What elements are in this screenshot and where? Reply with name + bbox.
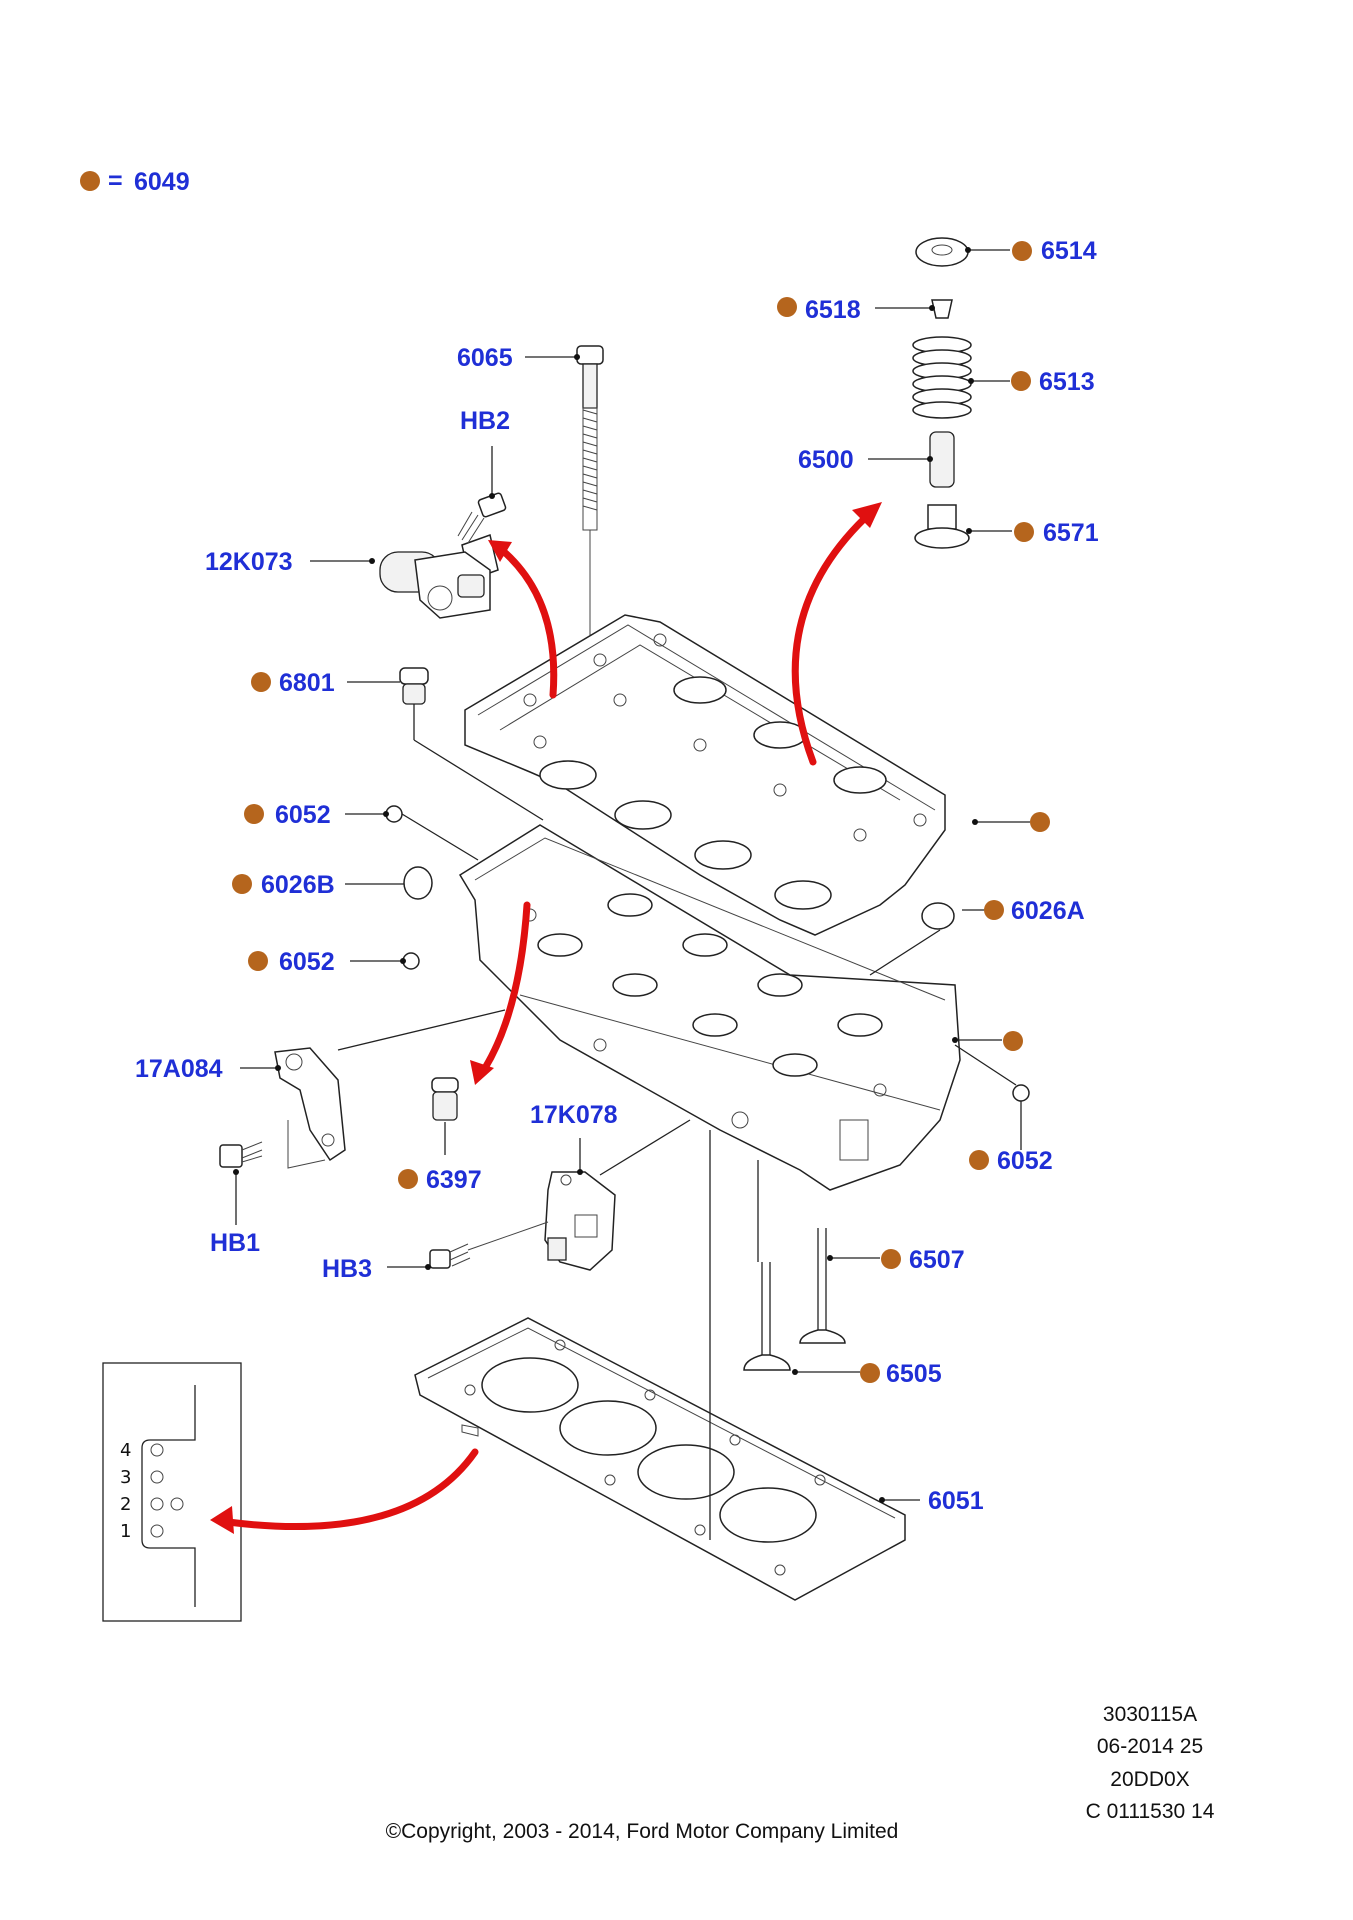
cylinder-head bbox=[458, 824, 961, 1191]
hb3-bolt bbox=[429, 1221, 549, 1269]
callout-labels: 6514 6518 6513 6500 6571 6065 HB2 12K073… bbox=[135, 237, 1099, 1515]
exhaust-valve bbox=[799, 1228, 846, 1344]
marker-icon bbox=[1030, 812, 1050, 832]
copyright-notice: ©Copyright, 2003 - 2014, Ford Motor Comp… bbox=[386, 1820, 899, 1843]
grade-label-1: 1 bbox=[120, 1521, 131, 1542]
gasket-grade-inset: 4 3 2 1 bbox=[102, 1362, 242, 1622]
marker-icon bbox=[251, 672, 271, 692]
legend-marker-icon bbox=[80, 171, 100, 191]
diagram-code: 3030115A bbox=[1103, 1703, 1197, 1726]
callout-6500: 6500 bbox=[798, 446, 854, 474]
callout-6507: 6507 bbox=[909, 1246, 965, 1274]
head-bolt bbox=[576, 345, 604, 640]
camshaft-carrier bbox=[464, 614, 946, 936]
hb1-bolt bbox=[219, 1141, 263, 1168]
callout-hb1: HB1 bbox=[210, 1229, 260, 1257]
callout-12k073: 12K073 bbox=[205, 548, 293, 576]
grade-label-4: 4 bbox=[120, 1440, 131, 1461]
callout-6571: 6571 bbox=[1043, 519, 1099, 547]
reference-code: C 0111530 14 bbox=[1086, 1800, 1215, 1823]
callout-hb2: HB2 bbox=[460, 407, 510, 435]
plug-6397 bbox=[431, 1077, 459, 1121]
legend-code: 6049 bbox=[134, 168, 190, 196]
valve-collet bbox=[931, 299, 953, 319]
marker-icon bbox=[969, 1150, 989, 1170]
callout-6513: 6513 bbox=[1039, 368, 1095, 396]
marker-icon bbox=[984, 900, 1004, 920]
engine-code: 20DD0X bbox=[1110, 1768, 1189, 1791]
grade-label-2: 2 bbox=[120, 1494, 131, 1515]
bracket-17k078 bbox=[544, 1171, 616, 1271]
callout-6051: 6051 bbox=[928, 1487, 984, 1515]
bracket-17a084 bbox=[274, 1047, 346, 1169]
brown-markers bbox=[232, 241, 1050, 1383]
marker-icon bbox=[860, 1363, 880, 1383]
marker-icon bbox=[398, 1169, 418, 1189]
callout-6065: 6065 bbox=[457, 344, 513, 372]
callout-17k078: 17K078 bbox=[530, 1101, 618, 1129]
callout-6026a: 6026A bbox=[1011, 897, 1085, 925]
callout-6514: 6514 bbox=[1041, 237, 1097, 265]
legend: = 6049 bbox=[80, 167, 190, 196]
arrow-to-valve-assembly bbox=[791, 514, 869, 766]
callout-hb3: HB3 bbox=[322, 1255, 372, 1283]
arrow-to-sensor bbox=[498, 546, 558, 699]
hydraulic-tappet bbox=[929, 431, 955, 488]
marker-icon bbox=[777, 297, 797, 317]
valve-spring-retainer bbox=[915, 237, 969, 267]
callout-6052-mid: 6052 bbox=[279, 948, 335, 976]
valve-spring bbox=[912, 336, 972, 419]
arrow-to-grade-inset bbox=[224, 1448, 479, 1531]
camshaft-sensor bbox=[379, 534, 499, 619]
plug-6026b bbox=[403, 866, 433, 900]
head-gasket bbox=[414, 1317, 906, 1601]
arrow-to-plug-6397 bbox=[481, 901, 531, 1072]
callout-6397: 6397 bbox=[426, 1166, 482, 1194]
callout-17a084: 17A084 bbox=[135, 1055, 223, 1083]
marker-icon bbox=[1003, 1031, 1023, 1051]
callout-6518: 6518 bbox=[805, 296, 861, 324]
plug-6052-right bbox=[1012, 1084, 1030, 1102]
plug-6801 bbox=[399, 667, 429, 705]
marker-icon bbox=[244, 804, 264, 824]
hb2-bolt bbox=[457, 492, 507, 544]
marker-icon bbox=[881, 1249, 901, 1269]
leader-lines bbox=[233, 247, 1030, 1540]
callout-6026b: 6026B bbox=[261, 871, 335, 899]
valve-stem-seal bbox=[927, 504, 957, 530]
grade-label-3: 3 bbox=[120, 1467, 131, 1488]
callout-6505: 6505 bbox=[886, 1360, 942, 1388]
marker-icon bbox=[1012, 241, 1032, 261]
callout-6801: 6801 bbox=[279, 669, 335, 697]
callout-6052-top: 6052 bbox=[275, 801, 331, 829]
valve-assembly bbox=[912, 237, 972, 549]
marker-icon bbox=[1011, 371, 1031, 391]
intake-valve bbox=[743, 1262, 791, 1371]
marker-icon bbox=[1014, 522, 1034, 542]
plug-6026a bbox=[921, 902, 955, 930]
marker-icon bbox=[248, 951, 268, 971]
footer: 3030115A 06-2014 25 20DD0X C 0111530 14 … bbox=[386, 1703, 1215, 1843]
red-arrows bbox=[210, 502, 882, 1534]
diagram-date: 06-2014 25 bbox=[1097, 1735, 1203, 1758]
callout-6052-right: 6052 bbox=[997, 1147, 1053, 1175]
marker-icon bbox=[232, 874, 252, 894]
legend-equals: = bbox=[108, 167, 123, 195]
